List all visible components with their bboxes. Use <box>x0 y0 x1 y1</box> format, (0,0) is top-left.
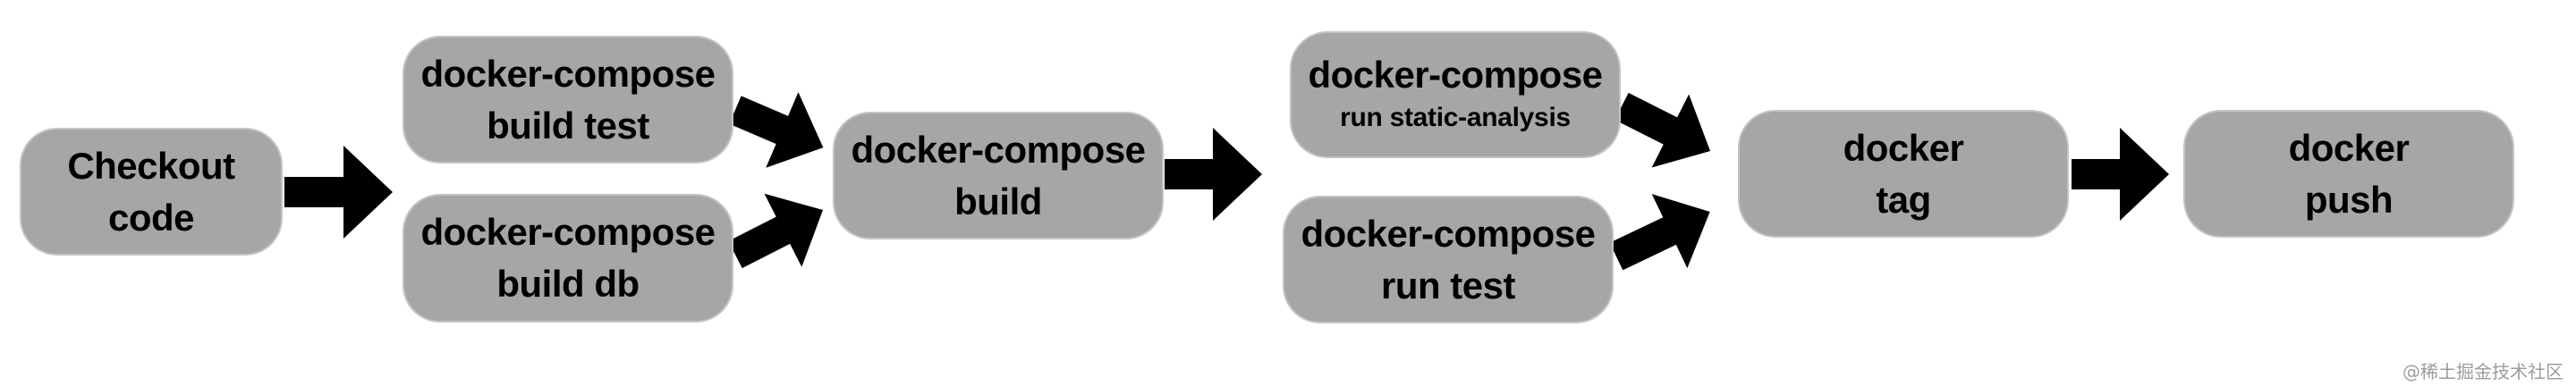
node-label-line1: docker-compose <box>1308 54 1603 96</box>
node-label-line2: code <box>107 196 195 239</box>
node-checkout-code: Checkout code <box>20 128 283 256</box>
arrow-build-db-to-build <box>728 193 824 269</box>
arrow-run-test-to-tag <box>1609 194 1710 271</box>
node-label-line1: Checkout <box>67 144 235 187</box>
node-label-line2: build <box>954 180 1042 222</box>
node-label-line2: tag <box>1876 178 1931 221</box>
node-build-test: docker-compose build test <box>402 36 733 164</box>
node-label-line2: build test <box>487 104 649 147</box>
node-label-line1: docker <box>1843 126 1964 169</box>
arrow-static-analysis-to-tag <box>1614 92 1711 168</box>
node-run-test: docker-compose run test <box>1283 196 1614 323</box>
node-label-line2: run static-analysis <box>1340 103 1571 132</box>
arrow-checkout-to-builds <box>284 146 393 239</box>
node-label-line2: run test <box>1380 264 1516 306</box>
arrow-build-to-run-steps <box>1165 128 1262 221</box>
node-docker-tag: docker tag <box>1738 110 2069 238</box>
node-build: docker-compose build <box>833 112 1164 239</box>
arrow-build-test-to-build <box>729 92 824 168</box>
node-label-line1: docker-compose <box>851 128 1146 171</box>
node-label-line1: docker-compose <box>1301 212 1596 255</box>
node-label-line1: docker-compose <box>420 52 716 95</box>
node-docker-push: docker push <box>2183 110 2514 238</box>
node-label-line1: docker <box>2288 126 2410 169</box>
arrow-tag-to-push <box>2072 128 2169 221</box>
node-label-line1: docker-compose <box>420 211 716 253</box>
node-build-db: docker-compose build db <box>402 194 733 323</box>
node-run-static-analysis: docker-compose run static-analysis <box>1290 31 1621 158</box>
node-label-line2: push <box>2304 178 2394 221</box>
watermark: @稀土掘金技术社区 <box>2402 361 2563 382</box>
node-label-line2: build db <box>496 263 640 305</box>
